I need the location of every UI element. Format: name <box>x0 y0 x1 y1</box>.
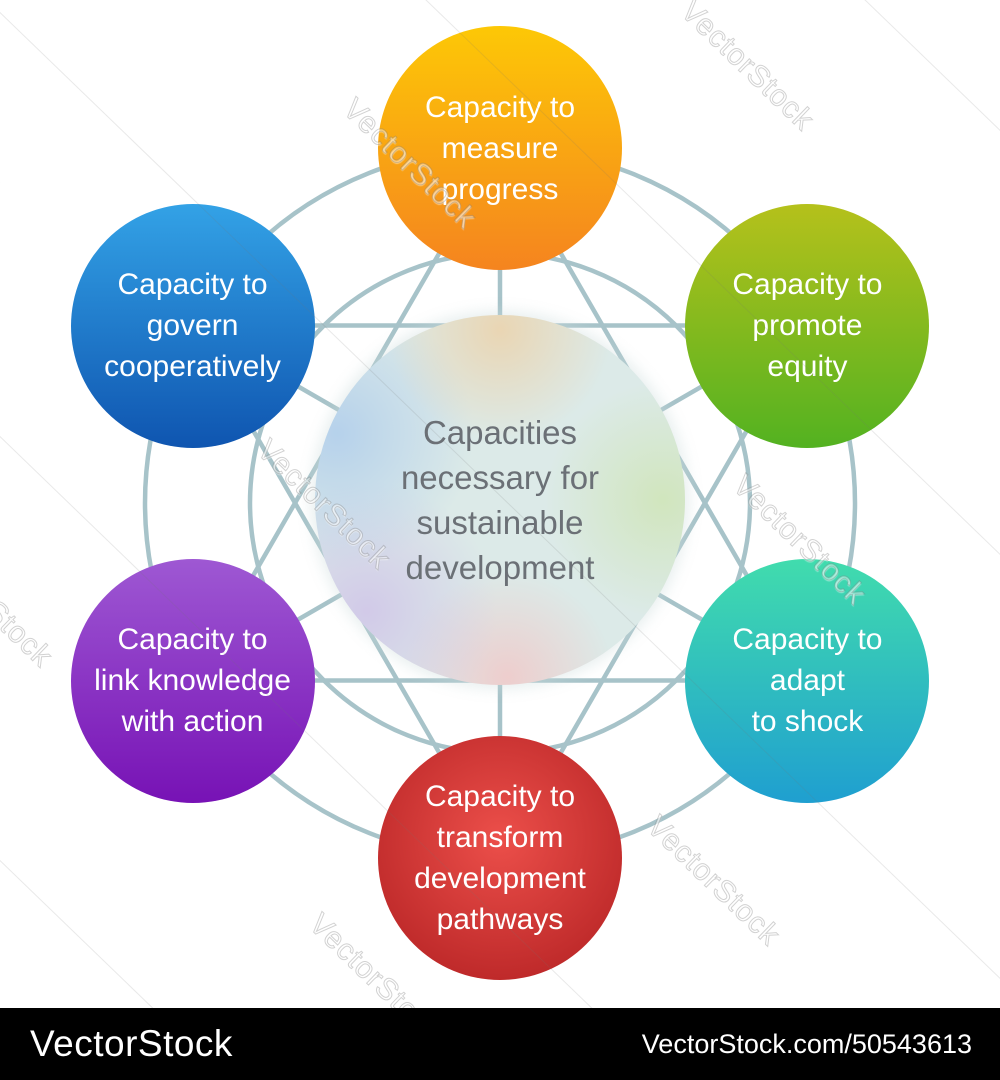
node-adapt-to-shock: Capacity to adapt to shock <box>685 558 930 803</box>
capacity-diagram: Capacities necessary for sustainable dev… <box>0 0 1000 1008</box>
node-label-link-knowledge-with-action: Capacity to link knowledge with action <box>94 623 291 738</box>
node-transform-development-pathways: Capacity to transform development pathwa… <box>378 736 622 980</box>
node-label-transform-development-pathways: Capacity to transform development pathwa… <box>414 780 586 936</box>
footer-bar: VectorStock VectorStock.com/50543613 <box>0 1008 1000 1080</box>
center-circle: Capacities necessary for sustainable dev… <box>315 315 685 685</box>
node-measure-progress: Capacity to measure progress <box>378 26 622 270</box>
node-label-govern-cooperatively: Capacity to govern cooperatively <box>104 268 281 383</box>
node-label-adapt-to-shock: Capacity to adapt to shock <box>732 623 883 738</box>
node-label-promote-equity: Capacity to promote equity <box>732 268 883 383</box>
node-govern-cooperatively: Capacity to govern cooperatively <box>70 203 315 448</box>
center-label: Capacities necessary for sustainable dev… <box>400 414 600 586</box>
node-link-knowledge-with-action: Capacity to link knowledge with action <box>70 558 315 803</box>
image-credit-url: VectorStock.com/50543613 <box>641 1028 972 1059</box>
node-label-measure-progress: Capacity to measure progress <box>424 90 576 206</box>
vectorstock-logo: VectorStock <box>30 1023 233 1064</box>
node-promote-equity: Capacity to promote equity <box>685 203 930 448</box>
